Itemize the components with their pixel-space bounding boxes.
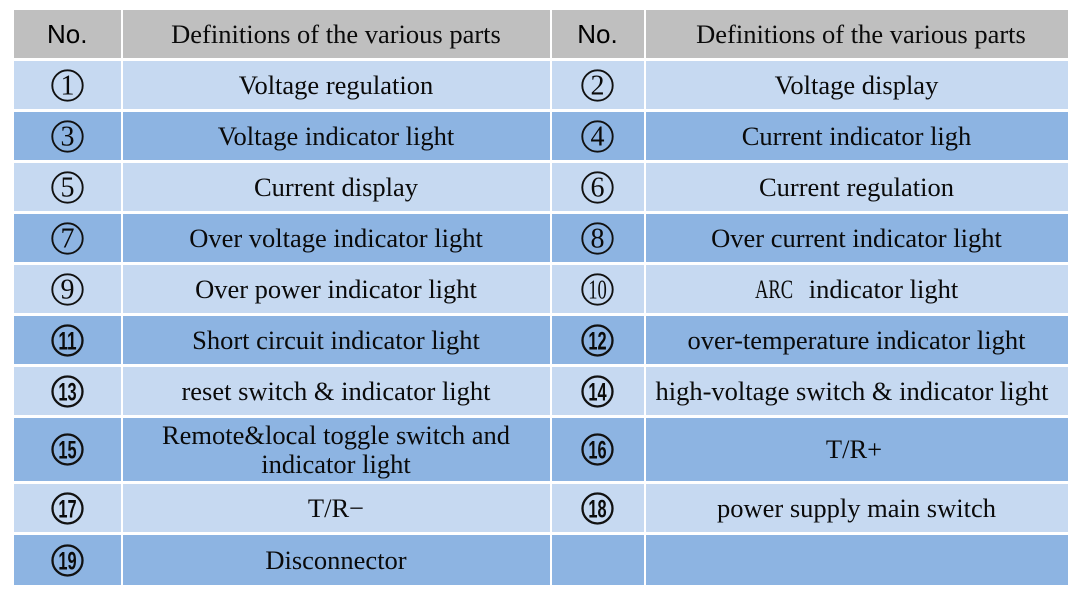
- svg-text:11: 11: [58, 327, 76, 355]
- svg-text:7: 7: [60, 223, 74, 254]
- svg-text:15: 15: [58, 436, 76, 464]
- svg-text:12: 12: [588, 327, 606, 355]
- svg-text:14: 14: [588, 378, 606, 406]
- svg-text:16: 16: [588, 436, 606, 464]
- svg-text:3: 3: [60, 121, 74, 152]
- svg-text:13: 13: [58, 378, 76, 406]
- svg-text:6: 6: [591, 172, 605, 203]
- svg-text:8: 8: [591, 223, 605, 254]
- svg-text:2: 2: [591, 70, 605, 101]
- svg-text:1: 1: [60, 70, 74, 101]
- svg-text:4: 4: [591, 121, 605, 152]
- svg-text:5: 5: [60, 172, 74, 203]
- svg-text:10: 10: [588, 274, 607, 304]
- svg-text:17: 17: [58, 495, 76, 523]
- svg-text:9: 9: [60, 274, 74, 305]
- svg-text:18: 18: [588, 495, 606, 523]
- svg-text:19: 19: [58, 547, 76, 575]
